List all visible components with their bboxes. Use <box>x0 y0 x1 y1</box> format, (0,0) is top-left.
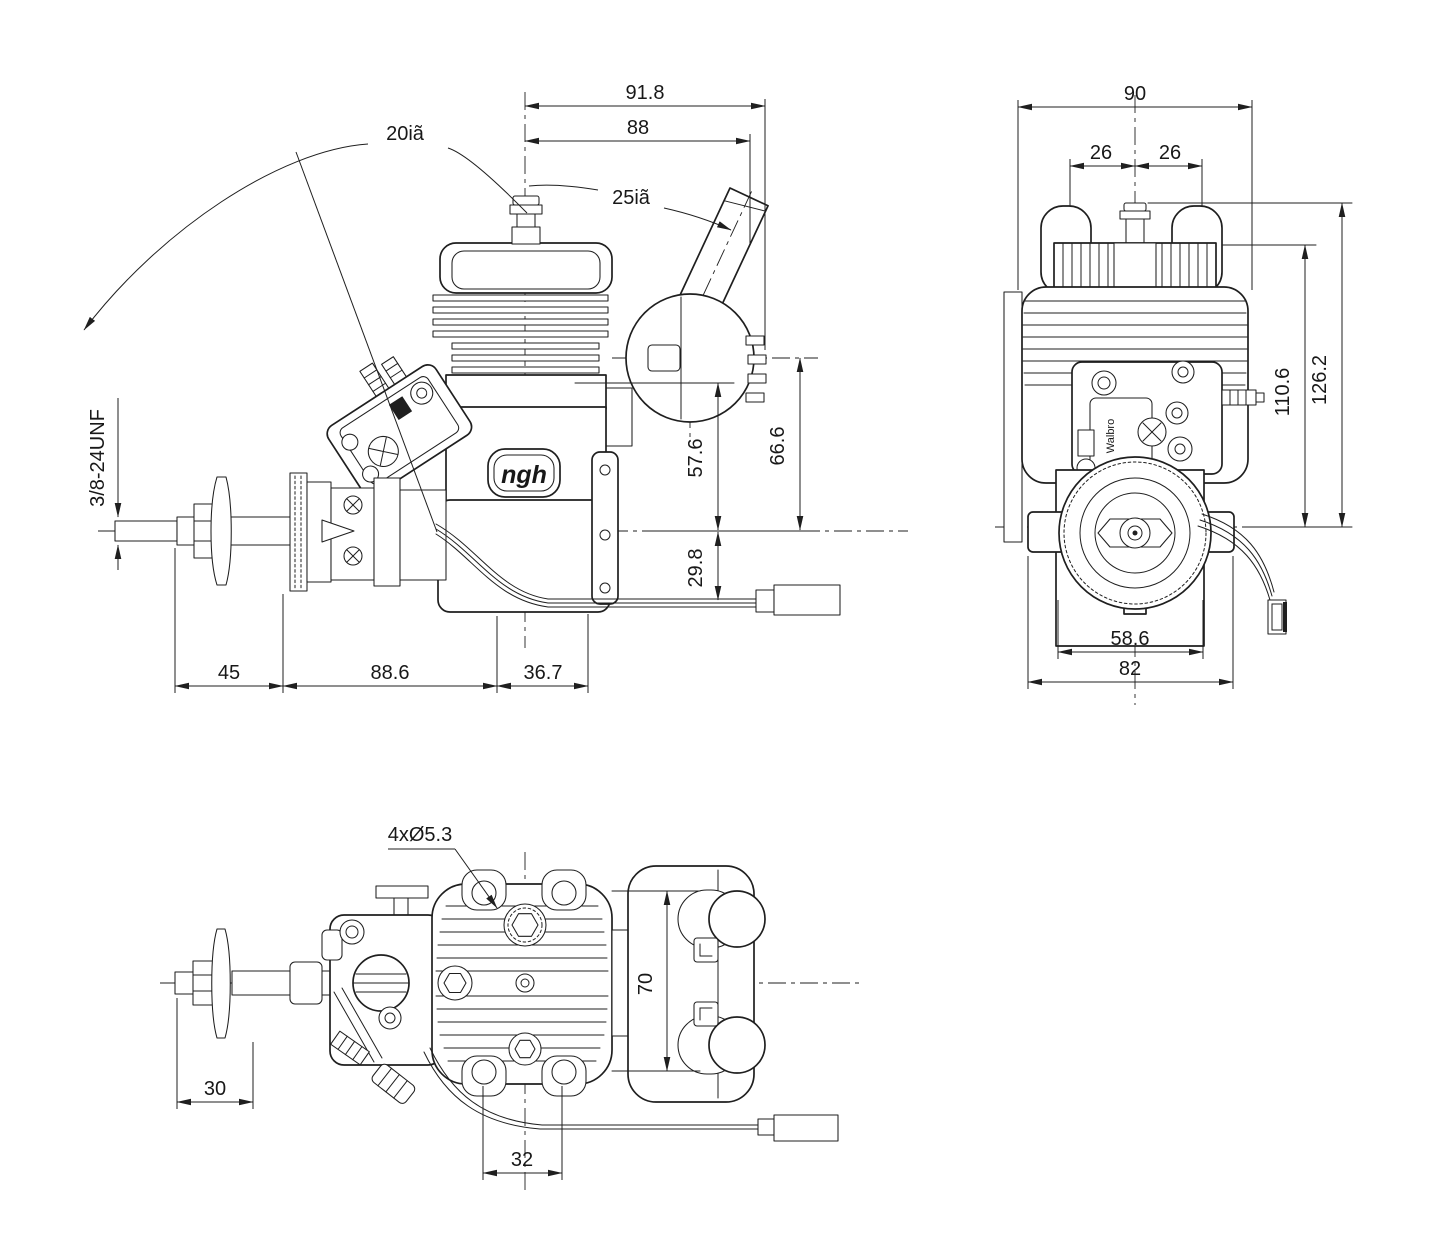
engine-body-side: ngh <box>432 195 619 613</box>
exhaust-boss <box>605 387 633 447</box>
mount-hole <box>471 1059 497 1085</box>
dim-exhaust-angle: 25iã <box>612 187 651 209</box>
front-view-dimensions: 90 26 26 110.6 126.2 58.6 82 <box>1017 83 1353 689</box>
outlet-end <box>708 890 766 948</box>
dim-front-length: 45 <box>218 662 240 684</box>
brand-logo: ngh <box>501 461 547 489</box>
carb-brand-label: Walbro <box>1105 419 1117 453</box>
outlet-end <box>708 1016 766 1074</box>
dim-plug-left: 26 <box>1090 142 1112 164</box>
shaft-tip <box>114 520 178 542</box>
fuel-nipple-top <box>371 1063 416 1104</box>
carb-spring <box>330 1030 370 1066</box>
backplate <box>591 451 619 605</box>
front-housing <box>399 489 447 581</box>
case-top <box>445 374 607 410</box>
prop-nut-top <box>192 960 214 1006</box>
choke-lever <box>1077 429 1095 457</box>
shaft-tip-top <box>174 971 196 995</box>
plug-boss <box>1113 242 1157 290</box>
muffler-fin <box>745 335 765 346</box>
dim-carb-angle: 20iã <box>386 123 425 145</box>
shaft-collar <box>289 961 323 1005</box>
shaft-cone <box>321 519 355 543</box>
servo-connector <box>773 584 841 616</box>
carb-port <box>388 396 413 421</box>
dim-muffler-center-height: 66.6 <box>767 427 789 466</box>
muffler-side <box>605 293 767 447</box>
mount-hole <box>551 880 577 906</box>
crankcase-front <box>1027 456 1235 647</box>
dim-overall-height: 126.2 <box>1309 355 1331 405</box>
prop-washer-top <box>211 928 231 1039</box>
dim-shaft-length: 30 <box>204 1078 226 1100</box>
dim-hole-spacing: 32 <box>511 1149 533 1171</box>
connector-sleeve <box>755 589 775 613</box>
dim-inner-width: 88 <box>627 117 649 139</box>
front-view: Walbro 90 <box>995 83 1353 705</box>
front-plate <box>373 477 401 587</box>
side-bracket <box>1003 291 1023 543</box>
ignition-wire-side <box>435 523 841 616</box>
side-view-dimensions: 91.8 88 20iã 25iã 3/8-24UNF 45 88.6 36.7… <box>83 82 819 693</box>
top-view-dimensions: 4xØ5.3 70 30 32 <box>176 824 701 1180</box>
choke-tab <box>321 929 343 961</box>
prop-shaft-assembly-side <box>114 472 447 592</box>
dim-muffler-span: 70 <box>635 973 657 995</box>
dim-mid-length: 88.6 <box>371 662 410 684</box>
spark-plug-side <box>509 195 543 245</box>
dim-plug-right: 26 <box>1159 142 1181 164</box>
engine-block-top <box>431 869 613 1097</box>
prop-washer <box>210 476 232 586</box>
clamp <box>693 937 719 963</box>
dim-front-overall-width: 90 <box>1124 83 1146 105</box>
ignition-wire-front <box>1197 513 1287 635</box>
side-view: ngh <box>83 82 908 693</box>
dim-overall-width: 91.8 <box>626 82 665 104</box>
servo-connector <box>773 1114 839 1142</box>
drive-hub-flange <box>289 472 308 592</box>
dim-outlet-height: 57.6 <box>685 439 707 478</box>
carburetor-top <box>321 885 443 1104</box>
dim-wire-offset: 29.8 <box>685 549 707 588</box>
carb-bracket <box>375 885 429 899</box>
dim-shaft-thread: 3/8-24UNF <box>87 409 109 507</box>
mount-hole <box>551 1059 577 1085</box>
clamp <box>693 1001 719 1027</box>
muffler-fin <box>747 373 767 384</box>
muffler-top <box>611 865 766 1103</box>
top-view: 4xØ5.3 70 30 32 <box>160 824 862 1195</box>
cylinder-fins-side <box>432 294 609 374</box>
dim-rear-length: 36.7 <box>524 662 563 684</box>
dim-fin-height: 110.6 <box>1272 368 1294 417</box>
dim-mount-width: 58.6 <box>1111 628 1150 650</box>
head-fins-front <box>1053 242 1217 290</box>
dim-mount-holes: 4xØ5.3 <box>388 824 452 846</box>
muffler-fin <box>745 392 765 403</box>
connector-sleeve <box>757 1118 775 1136</box>
muffler-fin <box>747 354 767 365</box>
dim-case-width: 82 <box>1119 658 1141 680</box>
fuel-nipple-front <box>1221 389 1257 406</box>
ignition-wire-top <box>423 1047 839 1142</box>
prop-nut <box>193 503 214 559</box>
spark-plug-front <box>1119 202 1151 246</box>
